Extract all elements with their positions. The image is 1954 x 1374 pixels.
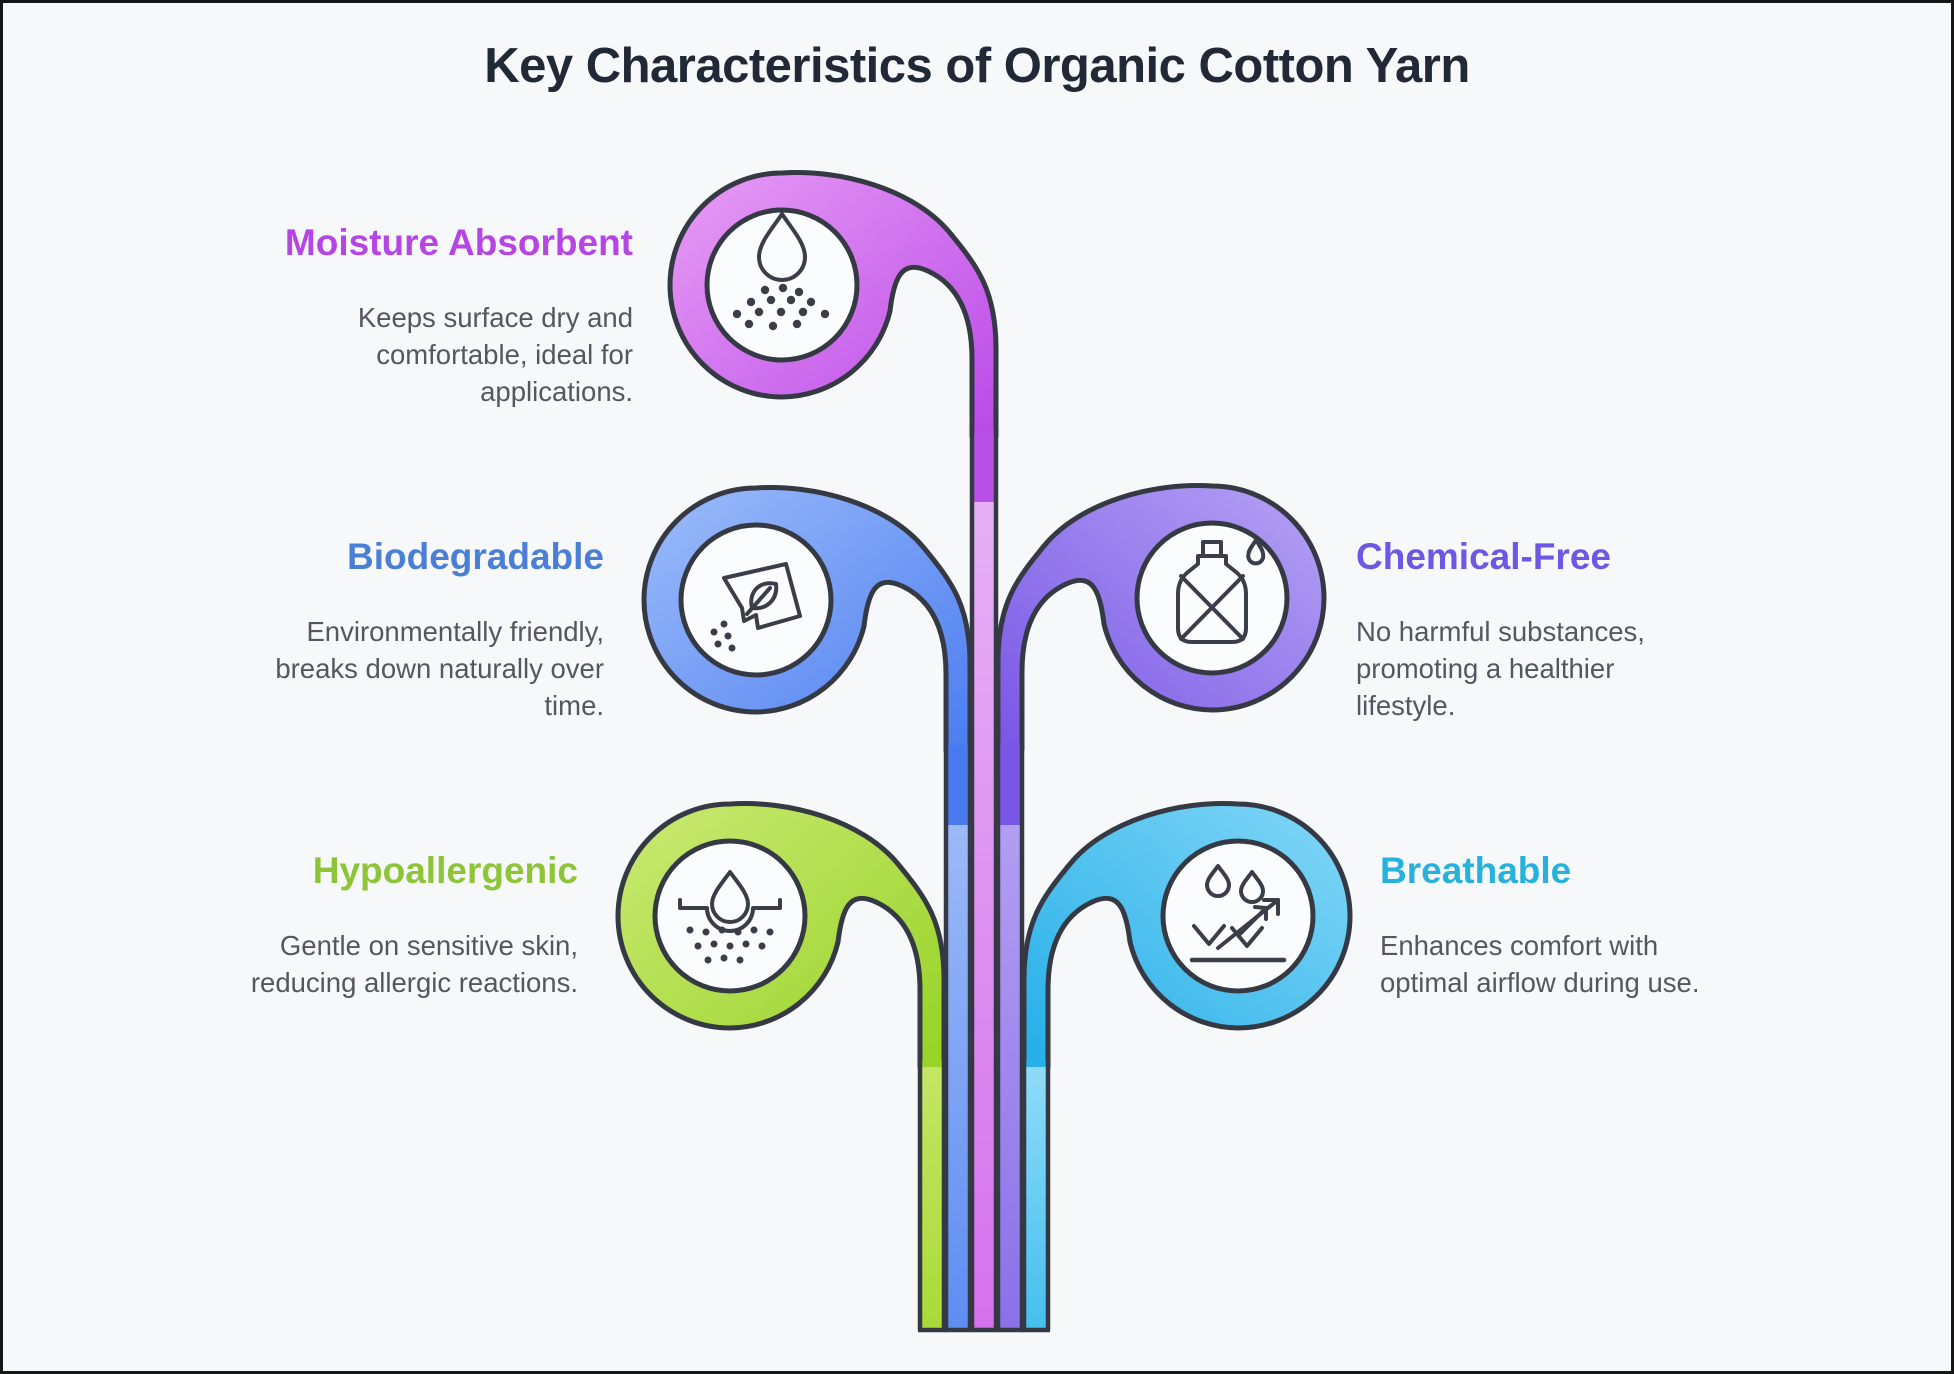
droplet-mist-icon: [732, 212, 830, 331]
icon-circle-chemical-free: [1134, 520, 1290, 676]
compost-package-icon: [710, 562, 802, 652]
item-moisture-absorbent: Moisture Absorbent Keeps surface dry and…: [193, 222, 633, 410]
item-breathable: Breathable Enhances comfort with optimal…: [1380, 850, 1820, 1002]
icon-circle-breathable: [1160, 838, 1316, 994]
item-hypoallergenic: Hypoallergenic Gentle on sensitive skin,…: [138, 850, 578, 1002]
leaf-hypoallergenic: [618, 804, 947, 1333]
stem-biodegradable: [943, 745, 973, 1333]
item-description-moisture-absorbent: Keeps surface dry and comfortable, ideal…: [357, 301, 633, 407]
skin-droplet-icon: [678, 870, 782, 964]
page-title: Key Characteristics of Organic Cotton Ya…: [484, 39, 1470, 93]
stem-chemical-free: [995, 743, 1025, 1333]
item-heading-biodegradable: Biodegradable: [347, 536, 604, 577]
item-description-breathable: Enhances comfort with optimal airflow du…: [1380, 929, 1700, 998]
no-chemicals-bottle-icon: [1176, 538, 1266, 644]
stem-hypoallergenic: [917, 1061, 947, 1333]
item-description-biodegradable: Environmentally friendly, breaks down na…: [275, 615, 604, 721]
item-chemical-free: Chemical-Free No harmful substances, pro…: [1356, 536, 1796, 724]
item-heading-chemical-free: Chemical-Free: [1356, 536, 1611, 577]
item-heading-breathable: Breathable: [1380, 850, 1572, 891]
item-heading-moisture-absorbent: Moisture Absorbent: [284, 222, 633, 263]
stem-moisture-absorbent: [969, 430, 999, 1333]
leaf-breathable: [1021, 804, 1350, 1333]
leaf-moisture-absorbent: [670, 173, 999, 1333]
item-description-chemical-free: No harmful substances, promoting a healt…: [1356, 615, 1645, 721]
icon-circle-biodegradable: [678, 522, 834, 678]
item-heading-hypoallergenic: Hypoallergenic: [312, 850, 578, 891]
stem-breathable: [1021, 1061, 1051, 1333]
item-biodegradable: Biodegradable Environmentally friendly, …: [164, 536, 604, 724]
icon-circle-hypoallergenic: [652, 838, 808, 994]
airflow-icon: [1189, 864, 1287, 963]
item-description-hypoallergenic: Gentle on sensitive skin, reducing aller…: [250, 929, 578, 998]
